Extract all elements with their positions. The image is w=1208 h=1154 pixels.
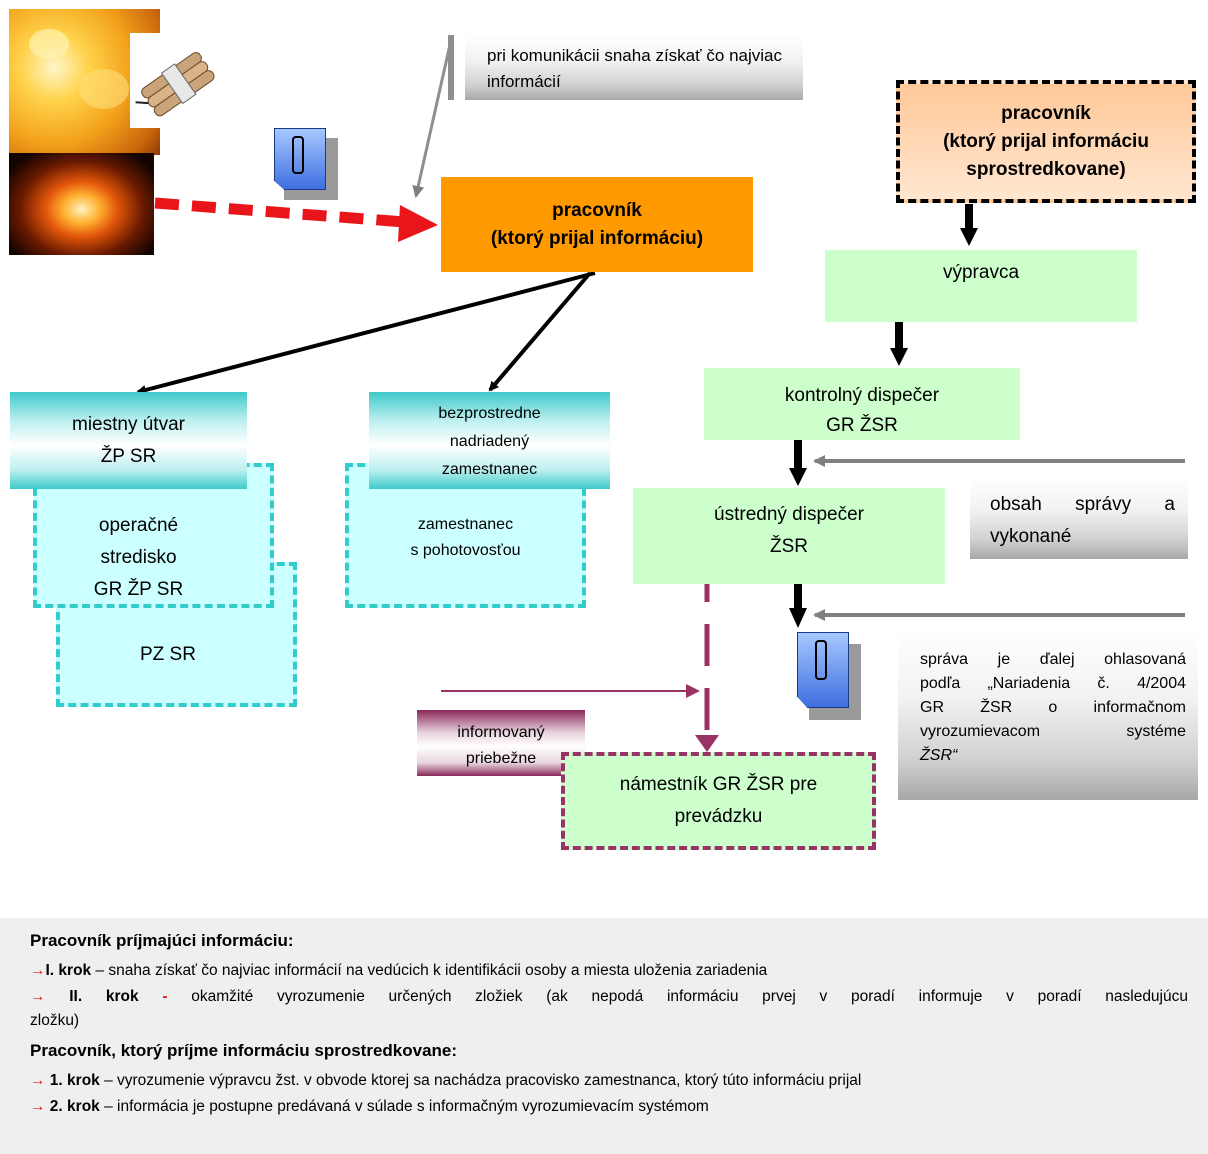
operacne-label-2: stredisko [100, 547, 177, 568]
note-sprava-line4: vyrozumievacom systéme [920, 723, 1186, 740]
step-4-text: – informácia je postupne predávaná v súl… [99, 1098, 709, 1115]
informovany-box: informovaný priebežne [417, 710, 585, 776]
worker-label: pracovník [552, 199, 642, 221]
operacne-label-3: GR ŽP SR [93, 579, 184, 600]
worker-label-sub: (ktorý prijal informáciu) [490, 227, 704, 249]
bezprostredne-label: bezprostredne [438, 405, 541, 422]
ustredny-label: ústredný dispečer [714, 504, 864, 525]
namestnik-label: námestník GR ŽSR pre [619, 774, 818, 795]
note-communication-text: pri komunikácii snaha získať čo najviac … [487, 46, 782, 91]
kontrolny-label: kontrolný dispečer [784, 385, 940, 406]
step-3-text: – vyrozumenie výpravcu žst. v obvode kto… [99, 1072, 862, 1089]
miestny-label: miestny útvar [72, 413, 185, 435]
zamestnanec-label: zamestnanec [417, 516, 514, 533]
namestnik-label-sub: prevádzku [674, 806, 763, 827]
ustredny-dispecer-box: ústredný dispečer ŽSR [633, 488, 945, 584]
worker-mediated-box: pracovník (ktorý prijal informáciu spros… [896, 80, 1196, 203]
red-arrow-icon: → [30, 1072, 46, 1089]
kontrolny-label-sub: GR ŽSR [826, 415, 898, 436]
informovany-label: informovaný [457, 724, 545, 741]
zamestnanec-label-sub: s pohotovosťou [410, 542, 521, 559]
red-dashed-arrow [154, 197, 406, 228]
notes-step-3: → 1. krok – vyrozumenie výpravcu žst. v … [30, 1070, 1188, 1092]
note-sprava-line5: ŽSR“ [920, 747, 958, 764]
note-sprava: správa je ďalej ohlasovaná podľa „Nariad… [898, 630, 1198, 800]
worker-mediated-label: pracovník [1001, 102, 1091, 124]
notes-heading-2: Pracovník, ktorý príjme informáciu spros… [30, 1041, 458, 1060]
bezprostredne-box: bezprostredne nadriadený zamestnanec [369, 392, 610, 489]
bezprostredne-label-2: nadriadený [449, 433, 530, 450]
step-2-text: okamžité vyrozumenie určených zložiek (a… [191, 988, 1188, 1005]
step-2-dash: - [138, 988, 192, 1005]
note-obsah-line2: vykonané [990, 526, 1072, 547]
miestny-utvar-box: miestny útvar ŽP SR [10, 392, 247, 489]
step-1-label: I. krok [45, 962, 92, 979]
kontrolny-dispecer-box: kontrolný dispečer GR ŽSR [704, 368, 1020, 440]
miestny-label-sub: ŽP SR [100, 445, 157, 467]
notes-step-2-cont: zložku) [30, 1012, 80, 1029]
vypravca-box: výpravca [825, 250, 1137, 322]
note-obsah-line1: obsah správy a [990, 494, 1175, 515]
info-document-icon [274, 128, 340, 202]
note-sprava-line1: správa je ďalej ohlasovaná [920, 651, 1186, 668]
red-arrow-icon: → [30, 962, 46, 979]
notes-heading-1: Pracovník príjmajúci informáciu: [30, 931, 294, 950]
bezprostredne-label-3: zamestnanec [441, 461, 538, 478]
notes-step-4: → 2. krok – informácia je postupne predá… [30, 1096, 1188, 1118]
step-3-label: 1. krok [45, 1072, 100, 1089]
notes-step-2: → II. krok - okamžité vyrozumenie určený… [30, 986, 1188, 1008]
note-obsah: obsah správy a vykonané [970, 477, 1188, 559]
red-arrow-icon: → [30, 988, 46, 1005]
worker-box: pracovník (ktorý prijal informáciu) [441, 177, 753, 272]
worker-mediated-sub2: sprostredkovane) [966, 158, 1126, 180]
step-2-label: II. krok [45, 988, 139, 1005]
ustredny-label-sub: ŽSR [770, 536, 808, 557]
informovany-label-sub: priebežne [465, 750, 537, 767]
step-1-text: – snaha získať čo najviac informácií na … [91, 962, 768, 979]
note-communication: pri komunikácii snaha získať čo najviac … [465, 35, 803, 100]
notes-step-1: →I. krok – snaha získať čo najviac infor… [30, 960, 1188, 982]
namestnik-box: námestník GR ŽSR pre prevádzku [561, 752, 876, 850]
diagram-connectors [136, 35, 1185, 752]
explosion-image [9, 153, 154, 255]
worker-mediated-sub1: (ktorý prijal informáciu [943, 130, 1149, 152]
red-arrow-icon: → [30, 1098, 46, 1115]
note-sprava-line3: GR ŽSR o informačnom [920, 699, 1186, 716]
vypravca-label: výpravca [942, 262, 1020, 283]
dynamite-icon [130, 33, 225, 128]
operacne-label: operačné [98, 515, 179, 536]
info-document-icon [797, 632, 863, 722]
note-sprava-line2: podľa „Nariadenia č. 4/2004 [920, 675, 1186, 692]
pz-sr-label: PZ SR [140, 644, 196, 665]
steps-notes-panel: Pracovník príjmajúci informáciu: →I. kro… [0, 918, 1208, 1154]
step-4-label: 2. krok [45, 1098, 100, 1115]
